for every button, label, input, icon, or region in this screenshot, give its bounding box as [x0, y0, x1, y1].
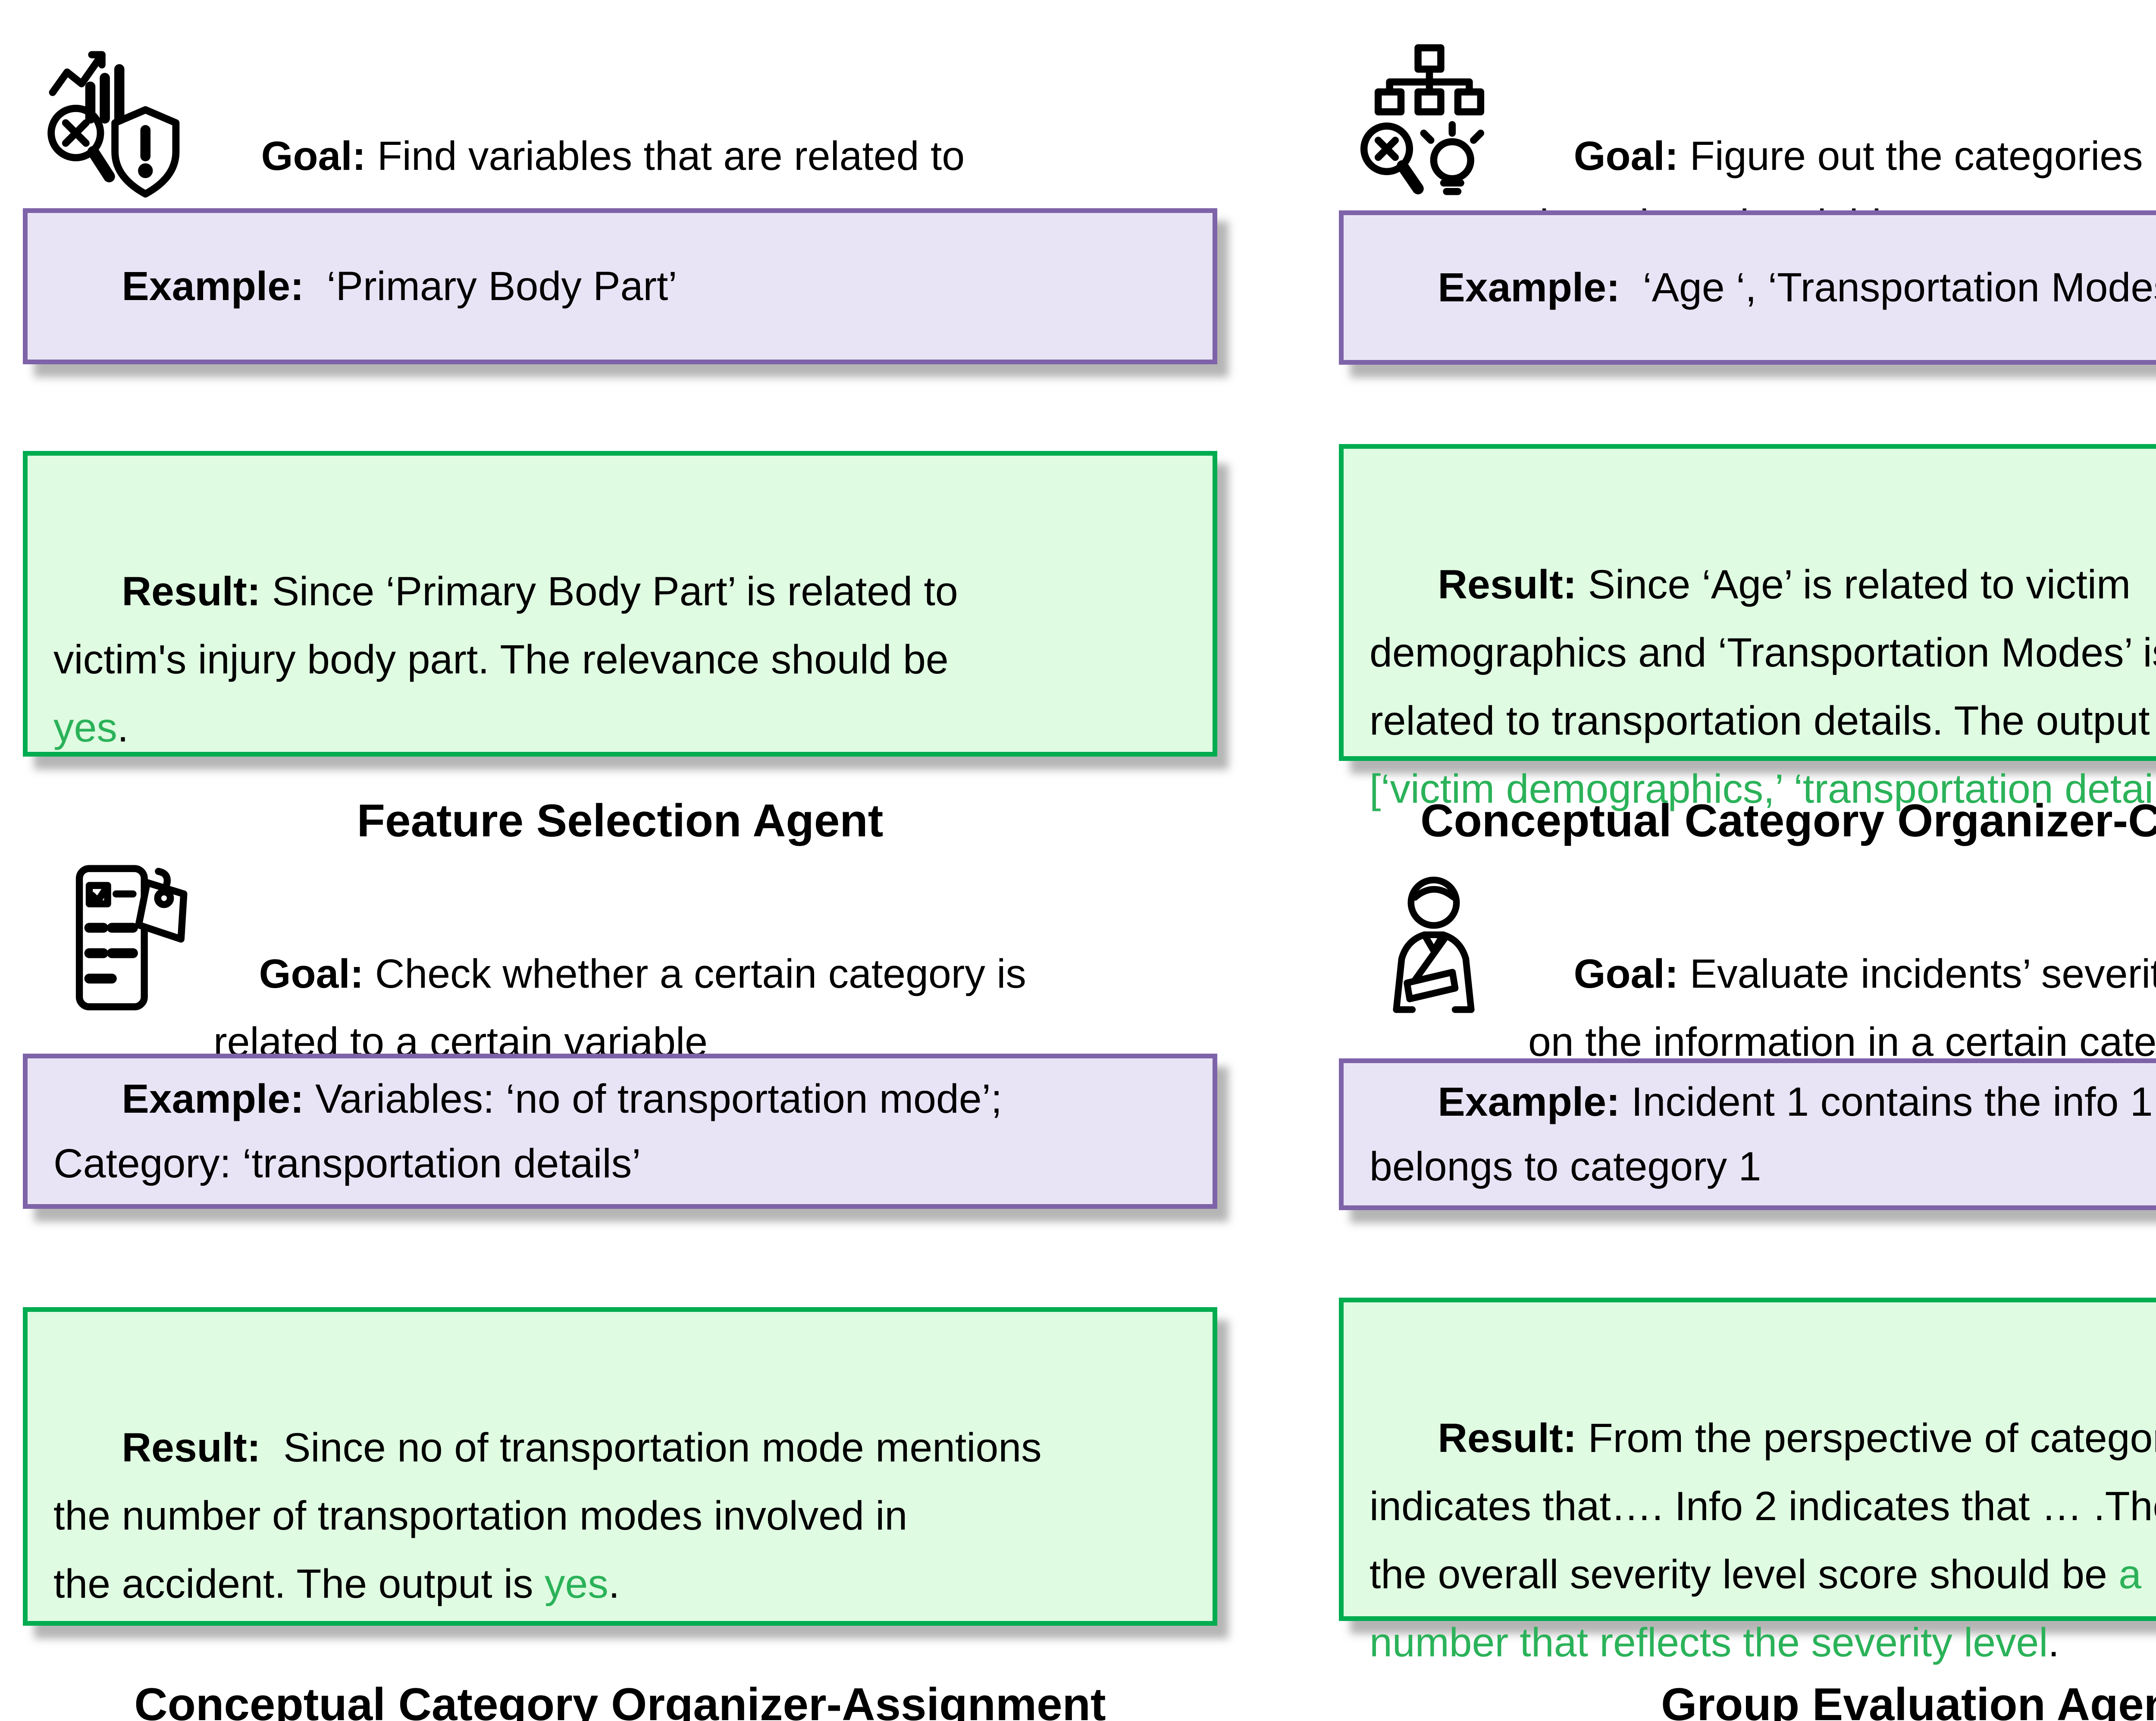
example-label: Example:: [1438, 265, 1620, 310]
goal-label: Goal:: [1573, 133, 1679, 179]
goal-label: Goal:: [261, 133, 366, 179]
result-highlight: [‘victim demographics,’ ‘transportation …: [1369, 766, 2156, 812]
example-label: Example:: [1438, 1079, 1620, 1125]
result-highlight: yes: [53, 705, 117, 751]
example-box-group-evaluation: Example: Incident 1 contains the info 1,…: [1339, 1058, 2156, 1210]
result-highlight: yes: [544, 1561, 608, 1607]
example-body: Variables: ‘no of transportation mode’; …: [53, 1076, 1003, 1186]
example-label: Example:: [122, 263, 304, 309]
title-category-classification: Conceptual Category Organizer-Classifica…: [1420, 795, 2156, 846]
title-group-evaluation: Group Evaluation Agent: [1661, 1678, 2156, 1721]
result-period: .: [117, 705, 129, 751]
result-box-category-classification: Result: Since ‘Age’ is related to victim…: [1339, 444, 2156, 812]
result-body: From the perspective of category 1, info…: [1369, 1415, 2156, 1597]
result-body: Since ‘Age’ is related to victim demogra…: [1369, 562, 2156, 744]
magnifier-chart-shield-icon: [41, 43, 192, 203]
example-body: ‘Age ‘, ‘Transportation Modes’: [1620, 265, 2156, 310]
title-feature-selection: Feature Selection Agent: [357, 795, 884, 846]
example-body: Incident 1 contains the info 1, info 2 b…: [1369, 1079, 2156, 1189]
example-box-category-classification: Example: ‘Age ‘, ‘Transportation Modes’: [1339, 210, 2156, 365]
result-label: Result:: [122, 1425, 261, 1471]
goal-group-evaluation: Goal: Evaluate incidents’ severity level…: [1528, 872, 2156, 1144]
result-body: Since no of transportation mode mentions…: [53, 1425, 1042, 1607]
example-box-feature-selection: Example: ‘Primary Body Part’: [23, 208, 1217, 364]
result-label: Result:: [1438, 562, 1577, 607]
result-period: .: [2048, 1620, 2059, 1665]
example-box-category-assignment: Example: Variables: ‘no of transportatio…: [23, 1054, 1217, 1209]
goal-label: Goal:: [1573, 951, 1679, 997]
result-period: .: [608, 1561, 620, 1607]
goal-label: Goal:: [259, 951, 364, 997]
example-body: ‘Primary Body Part’: [304, 263, 677, 309]
title-category-assignment: Conceptual Category Organizer-Assignment: [134, 1678, 1106, 1721]
injured-person-icon: [1367, 858, 1501, 1030]
example-label: Example:: [122, 1076, 304, 1122]
checklist-tag-icon: [65, 860, 207, 1015]
goal-body: Evaluate incidents’ severity level based…: [1528, 951, 2156, 1065]
result-box-category-assignment: Result: Since no of transportation mode …: [23, 1307, 1217, 1626]
result-label: Result:: [1438, 1415, 1577, 1461]
result-box-feature-selection: Result: Since ‘Primary Body Part’ is rel…: [23, 451, 1217, 757]
result-box-group-evaluation: Result: From the perspective of category…: [1339, 1298, 2156, 1665]
hierarchy-magnifier-bulb-icon: [1358, 39, 1501, 205]
result-label: Result:: [122, 569, 261, 614]
result-body: Since ‘Primary Body Part’ is related to …: [53, 569, 958, 682]
result-highlight: a number that reflects the severity leve…: [1369, 1552, 2142, 1665]
